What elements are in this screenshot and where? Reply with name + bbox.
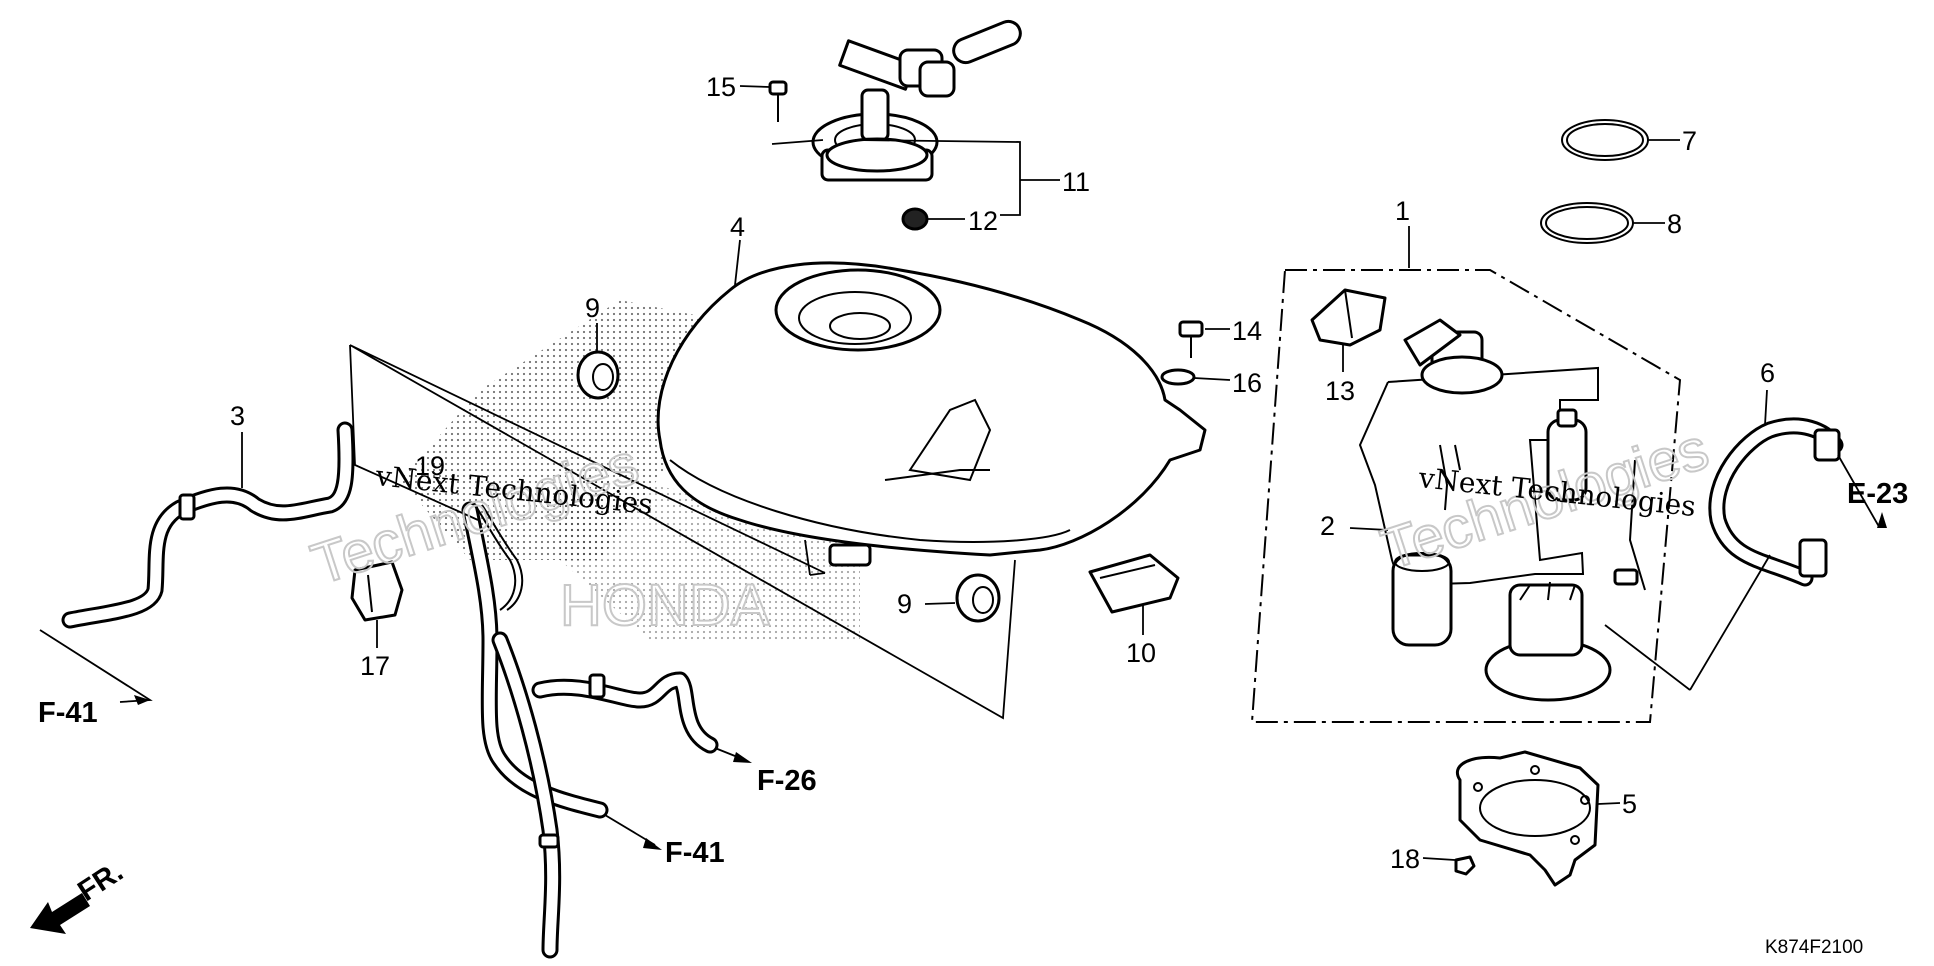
- fuel-filter: [1391, 552, 1453, 647]
- cap-seal: [901, 207, 929, 231]
- o-ring-large: [1540, 202, 1634, 244]
- ref-e23: E-23: [1847, 478, 1908, 510]
- callout-3: 3: [230, 401, 245, 431]
- callout-9-lower: 9: [897, 589, 912, 619]
- fuel-cap-assembly: [811, 19, 1022, 182]
- pump-gasket-plate: [1456, 750, 1600, 887]
- drain-tube: [474, 504, 524, 611]
- fuel-feed-hose: [1708, 417, 1844, 587]
- callout-4: 4: [730, 212, 745, 242]
- o-ring-small: [1561, 119, 1649, 161]
- callout-13: 13: [1325, 376, 1355, 406]
- callout-1: 1: [1395, 196, 1410, 226]
- tank-mount-rubber-lower: [955, 573, 1001, 623]
- washer: [1160, 368, 1196, 386]
- section-references: F-41 F-26 F-41 E-23: [38, 478, 1908, 869]
- ref-f41-left: F-41: [38, 697, 98, 729]
- callout-15: 15: [706, 72, 736, 102]
- callout-14: 14: [1232, 316, 1262, 346]
- overflow-hoses: [461, 501, 719, 959]
- pump-connector: [1310, 288, 1387, 347]
- callout-11: 11: [1062, 167, 1090, 197]
- callout-9-upper: 9: [585, 293, 600, 323]
- rear-mount-bracket: [1088, 553, 1180, 614]
- fuel-tank: [656, 261, 1207, 567]
- callout-8: 8: [1667, 209, 1682, 239]
- breather-hose: [61, 421, 355, 629]
- mount-bolt: [1178, 320, 1204, 358]
- callout-6: 6: [1760, 358, 1775, 388]
- pump-subgroup-outline: [1358, 366, 1599, 587]
- tank-mount-rubber-upper: [576, 350, 620, 400]
- front-arrow-icon: [30, 893, 90, 934]
- callout-12: 12: [968, 206, 998, 236]
- leader-lines: [39, 85, 1887, 861]
- cap-bolt: [768, 80, 788, 122]
- callout-5: 5: [1622, 789, 1637, 819]
- callout-18: 18: [1390, 844, 1420, 874]
- callout-7: 7: [1682, 126, 1697, 156]
- emblem-watermark-text: HONDA: [560, 573, 770, 638]
- callout-16: 16: [1232, 368, 1262, 398]
- front-direction-indicator: FR.: [30, 856, 129, 934]
- pump-top-flange: [1403, 318, 1504, 395]
- ref-f41-bottom: F-41: [665, 837, 725, 869]
- pump-base-flange: [1484, 581, 1612, 702]
- nut: [1454, 855, 1476, 876]
- callout-numbers: 1 2 3 4 5 6 7 8 9 9 10 11 12 13 14 15 16…: [230, 72, 1775, 874]
- callout-2: 2: [1320, 511, 1335, 541]
- ref-f26: F-26: [757, 765, 817, 797]
- callout-19: 19: [415, 451, 445, 481]
- pump-motor: [1546, 408, 1588, 502]
- pump-wiring: [1439, 444, 1646, 591]
- figure-code: K874F2100: [1765, 937, 1863, 958]
- pump-group-boundary: [1250, 269, 1682, 723]
- callout-17: 17: [360, 651, 390, 681]
- hose-clip: [350, 560, 404, 622]
- callout-10: 10: [1126, 638, 1156, 668]
